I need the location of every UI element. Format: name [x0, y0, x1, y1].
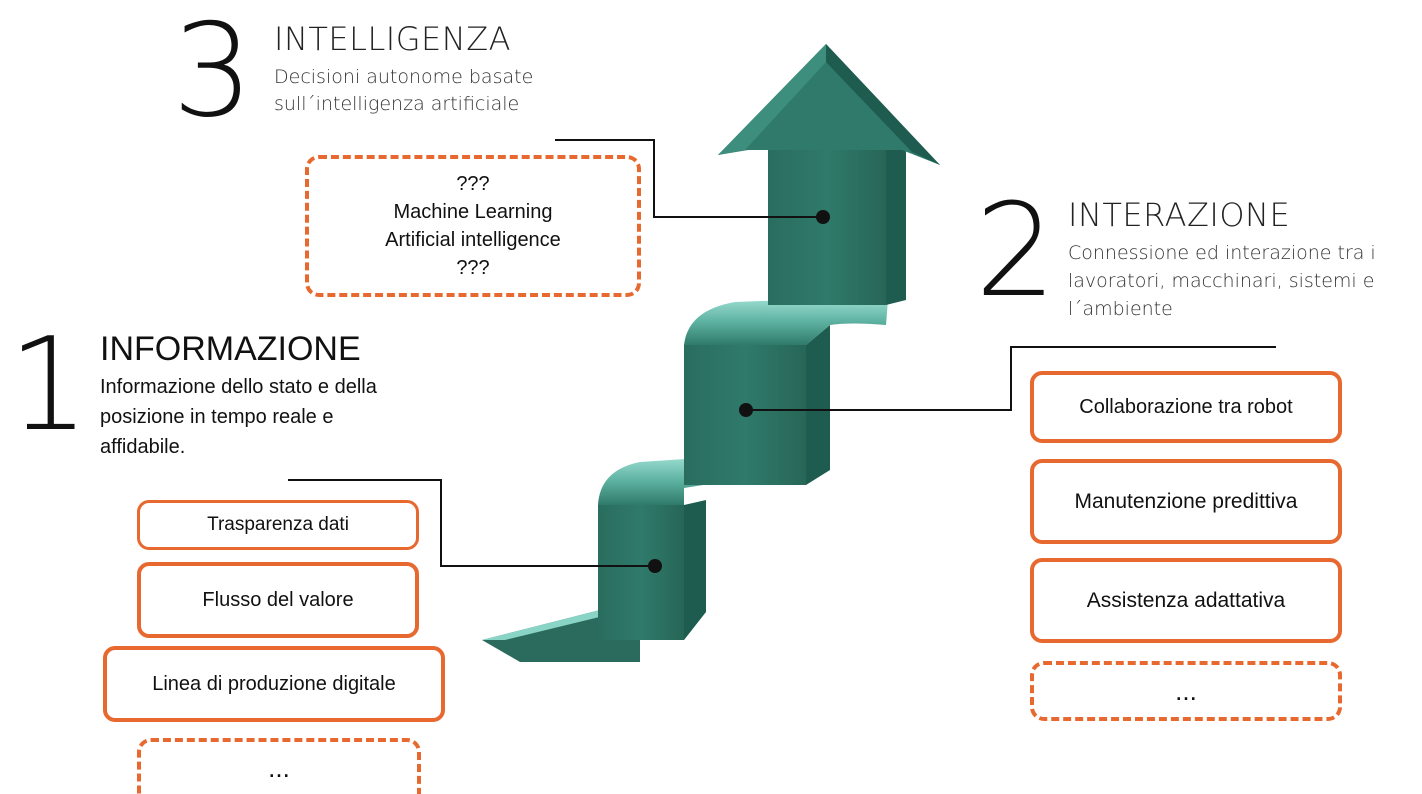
- stage2-title: INTERAZIONE: [1068, 196, 1291, 234]
- arrow-step-2: [684, 296, 888, 345]
- stage1-desc-line-1: Informazione dello stato e della: [100, 376, 377, 398]
- stage1-item-more: ...: [137, 738, 421, 794]
- stage3-box-line-4: ???: [456, 257, 490, 279]
- stage3-box-line-2: Machine Learning: [393, 201, 553, 223]
- stage1-title: INFORMAZIONE: [100, 330, 361, 368]
- stage2-number: 2: [975, 177, 1057, 326]
- stage3-techniques-box: ??? Machine Learning Artificial intellig…: [305, 155, 641, 297]
- arrow-shaft: [768, 150, 886, 305]
- stage3-box-line-3: Artificial intelligence: [385, 229, 561, 251]
- stage3-title: INTELLIGENZA: [274, 20, 511, 58]
- stage3-box-line-1: ???: [456, 173, 490, 195]
- stage1-item-3: Linea di produzione digitale: [103, 646, 445, 722]
- stage2-desc-line-3: l´ambiente: [1068, 298, 1173, 320]
- stage2-item-more: ...: [1030, 661, 1342, 721]
- stage1-item-1: Trasparenza dati: [137, 500, 419, 550]
- stage2-item-3: Assistenza adattativa: [1030, 558, 1342, 643]
- stage2-item-2: Manutenzione predittiva: [1030, 459, 1342, 544]
- stage1-number: 1: [8, 311, 90, 460]
- stage2-item-1: Collaborazione tra robot: [1030, 371, 1342, 443]
- arrow-head: [718, 44, 940, 165]
- arrow-riser-1: [598, 505, 684, 640]
- stage2-desc-line-2: lavoratori, macchinari, sistemi e: [1068, 270, 1375, 292]
- stage2-desc-line-1: Connessione ed interazione tra i: [1068, 242, 1376, 264]
- stage3-number: 3: [172, 0, 254, 146]
- stage1-item-2: Flusso del valore: [137, 562, 419, 638]
- stage1-desc-line-3: affidabile.: [100, 436, 186, 458]
- stage1-desc-line-2: posizione in tempo reale e: [100, 406, 334, 428]
- stage3-desc-line-1: Decisioni autonome basate: [274, 66, 534, 88]
- stage3-desc-line-2: sull´intelligenza artificiale: [274, 93, 520, 115]
